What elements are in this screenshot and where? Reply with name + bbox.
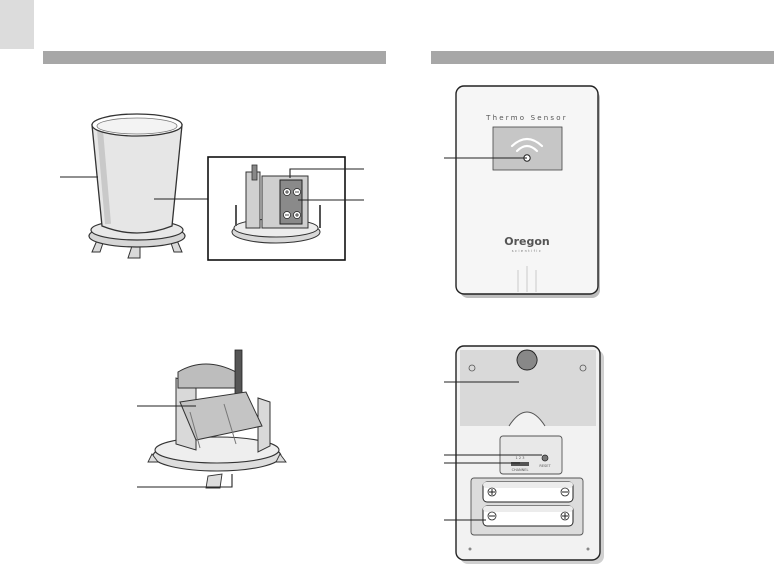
reset-label: RESET <box>539 464 551 468</box>
brand-tagline-text: scientific <box>512 249 543 253</box>
thermo-sensor-front-illustration: Thermo Sensor Oregon scientific <box>456 86 600 298</box>
brand-logo-text: Oregon <box>504 235 550 248</box>
rain-gauge-battery-detail <box>208 157 345 260</box>
reset-button[interactable] <box>542 455 548 461</box>
channel-label: CHANNEL <box>512 468 529 472</box>
sensor-model-label: Thermo Sensor <box>485 114 568 122</box>
rain-gauge-illustration <box>89 114 185 258</box>
wall-mount-hole-icon <box>517 350 537 370</box>
channel-numbers: 1 2 3 <box>516 456 525 460</box>
rain-gauge-mechanism-illustration <box>148 350 286 488</box>
